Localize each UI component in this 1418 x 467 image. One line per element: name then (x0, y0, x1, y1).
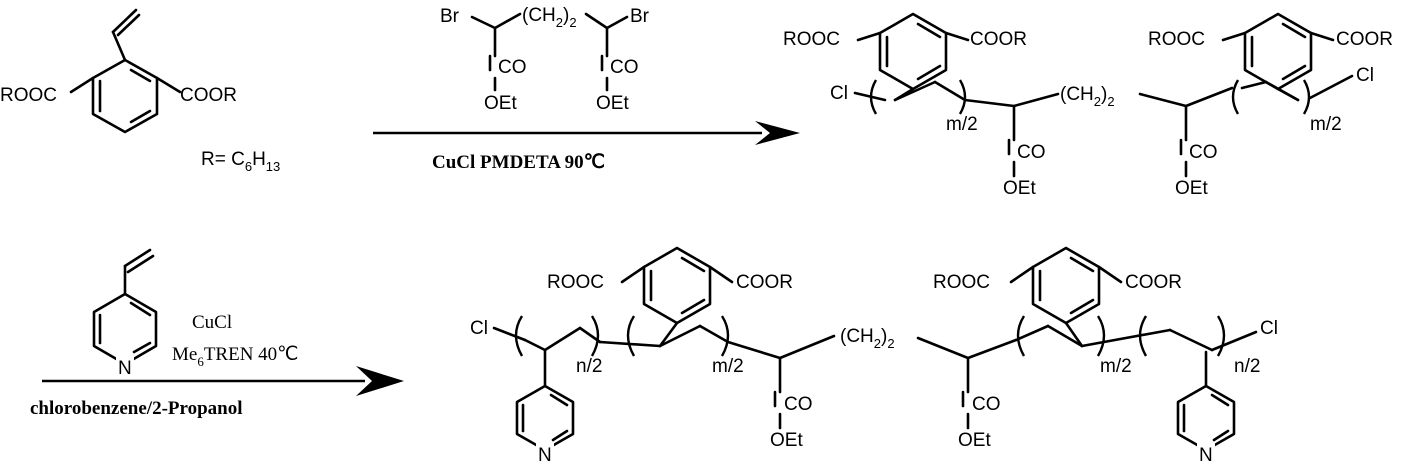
macro-left-benzene-ring (878, 12, 948, 91)
initiator-structure: Br Br (CH2)2 CO CO OEt OEt (440, 5, 650, 114)
monomer-right-ester: COOR (180, 85, 237, 106)
product-oet-left: OEt (770, 430, 803, 451)
product-left-coor: COOR (736, 272, 793, 293)
initiator-chain-label: (CH2)2 (522, 5, 577, 30)
monomer-r-definition: R= C6H13 (201, 149, 280, 174)
macro-left-coor: COOR (970, 29, 1027, 50)
vinylpyridine-structure: N (92, 248, 158, 379)
product-right-benzene-ring (1031, 246, 1101, 325)
product-right-coor: COOR (1125, 272, 1182, 293)
step2-solvent: chlorobenzene/2-Propanol (30, 398, 243, 419)
product-right-rooc: ROOC (933, 272, 990, 293)
product-oet-right: OEt (958, 430, 991, 451)
initiator-co-right: CO (610, 57, 639, 78)
step1-conditions: CuCl PMDETA 90℃ (432, 152, 605, 173)
product-ch2-label: (CH2)2 (840, 326, 895, 351)
product-co-left: CO (784, 394, 813, 415)
pyridine-n-label: N (118, 358, 132, 379)
product-cl-left: Cl (470, 318, 488, 339)
product-left-rooc: ROOC (547, 272, 604, 293)
macro-right-rooc: ROOC (1148, 29, 1205, 50)
macro-cl-left: Cl (830, 83, 848, 104)
macro-co-right: CO (1189, 142, 1218, 163)
initiator-co-left: CO (498, 57, 527, 78)
monomer-benzene-ring (91, 58, 159, 134)
initiator-br-right: Br (630, 6, 650, 27)
macroinitiator-structure: ROOC COOR ROOC COOR Cl m/2 (CH2)2 m/2 Cl (783, 12, 1393, 199)
macro-cl-right: Cl (1356, 65, 1374, 86)
reaction-arrow-step1 (373, 121, 800, 145)
monomer-structure: ROOC COOR R= C6H13 (0, 8, 280, 174)
macro-oet-left: OEt (1003, 178, 1036, 199)
macro-co-left: CO (1017, 142, 1046, 163)
product-left-pyridine-n: N (538, 445, 552, 466)
product-left-pyridine-ring (515, 384, 575, 452)
macro-right-benzene-ring (1243, 12, 1313, 91)
product-n2-left: n/2 (576, 356, 602, 377)
product-left-benzene-ring (642, 246, 712, 325)
product-m2-right: m/2 (1100, 356, 1132, 377)
product-structure: ROOC COOR ROOC COOR Cl n/2 m/2 (CH2)2 (470, 246, 1278, 466)
product-m2-left: m/2 (712, 356, 744, 377)
product-n2-right: n/2 (1234, 356, 1260, 377)
macro-oet-right: OEt (1175, 178, 1208, 199)
monomer-left-ester: ROOC (0, 85, 57, 106)
product-co-right: CO (972, 394, 1001, 415)
product-right-pyridine-n: N (1199, 445, 1213, 466)
step2-catalyst: CuCl (192, 312, 232, 333)
step2-ligand: Me6TREN 40℃ (172, 344, 299, 369)
pyridine-ring (92, 292, 158, 366)
macro-m2-left: m/2 (946, 114, 978, 135)
product-cl-right: Cl (1260, 318, 1278, 339)
monomer-vinyl-bond (111, 30, 127, 62)
initiator-br-left: Br (440, 6, 460, 27)
macro-m2-right: m/2 (1310, 114, 1342, 135)
macro-right-coor: COOR (1336, 29, 1393, 50)
initiator-oet-right: OEt (596, 93, 629, 114)
product-right-pyridine-ring (1176, 384, 1236, 452)
macro-left-rooc: ROOC (783, 29, 840, 50)
reaction-arrow-step2 (42, 366, 404, 396)
initiator-oet-left: OEt (484, 93, 517, 114)
macro-ch2-label: (CH2)2 (1060, 84, 1115, 109)
